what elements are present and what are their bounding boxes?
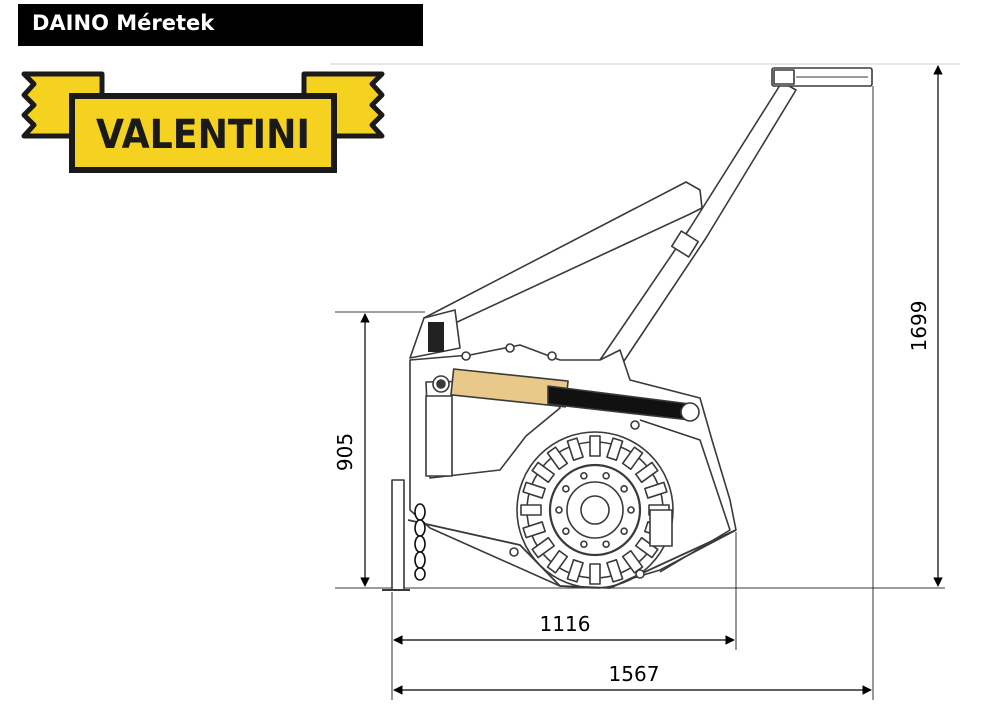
rotor-bolt xyxy=(602,540,610,549)
rotor-hammer xyxy=(531,536,556,559)
bottom-skid xyxy=(407,519,737,589)
rotor-hammer xyxy=(566,559,584,583)
rotor-hammer xyxy=(520,504,542,516)
rotor-bolt xyxy=(580,540,588,549)
title-bar: DAINO Méretek xyxy=(18,4,423,46)
dimension-lines xyxy=(335,65,943,700)
rotor-bolt xyxy=(602,471,610,480)
rotor-bolt xyxy=(627,506,635,514)
rotor-bolt xyxy=(620,485,628,493)
rotor-hammer xyxy=(621,446,644,471)
mulcher-machine xyxy=(330,63,960,591)
dim-label-905: 905 xyxy=(333,433,357,471)
page-title: DAINO Méretek xyxy=(32,11,215,35)
rotor-hammer xyxy=(546,446,569,471)
rotor-hammer xyxy=(522,521,546,539)
rotor-hammer xyxy=(566,437,584,461)
rotor-bolt xyxy=(555,506,563,514)
dim-label-1699: 1699 xyxy=(907,301,931,352)
dim-label-1567: 1567 xyxy=(609,662,660,686)
rotor-hammer xyxy=(644,481,668,499)
rotor-bolt xyxy=(562,485,570,493)
rotor-bolt xyxy=(620,527,628,535)
rotor-hammer xyxy=(589,563,601,585)
rear-hood xyxy=(639,419,731,573)
logo-banner xyxy=(69,93,337,173)
rotor-assembly xyxy=(516,431,674,589)
top-hitch-pin xyxy=(773,69,795,85)
dim-label-1116: 1116 xyxy=(540,612,591,636)
rotor-hammer xyxy=(589,435,601,457)
rotor-hammer xyxy=(531,461,556,484)
front-skid xyxy=(391,479,405,591)
rotor-hammer xyxy=(634,461,659,484)
rotor-bolt xyxy=(562,527,570,535)
front-chain xyxy=(414,503,426,581)
rotor-hammer xyxy=(546,549,569,574)
valentini-logo: VALENTINI xyxy=(21,71,385,173)
rotor-bolt xyxy=(580,471,588,480)
logo-text: VALENTINI xyxy=(96,112,310,158)
rotor-hammer xyxy=(606,437,624,461)
arm-joint xyxy=(670,230,700,258)
rotor-hammer xyxy=(606,559,624,583)
rotor-hammer xyxy=(522,481,546,499)
